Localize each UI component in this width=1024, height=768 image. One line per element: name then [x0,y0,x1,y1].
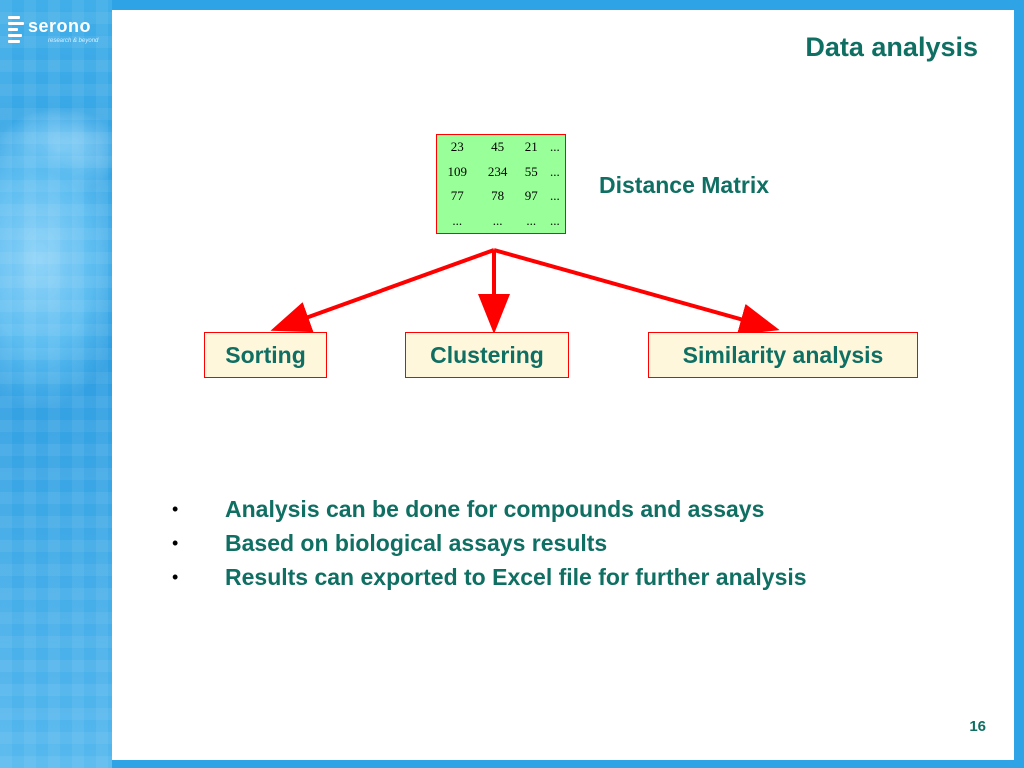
list-item: • Based on biological assays results [168,526,807,560]
similarity-analysis-box: Similarity analysis [648,332,918,378]
matrix-cell: 78 [491,188,505,204]
matrix-cell: 23 [450,139,464,155]
matrix-cell: ... [492,212,503,228]
matrix-cell: ... [452,212,463,228]
matrix-row: 23 45 21 ... [437,135,565,160]
list-item: • Analysis can be done for compounds and … [168,492,807,526]
distance-matrix-label: Distance Matrix [599,172,770,198]
logo-tagline: research & beyond [48,38,99,44]
matrix-cell: ... [550,163,560,179]
bullet-text: Based on biological assays results [225,530,608,556]
matrix-cell: 77 [450,188,464,204]
bullet-icon: • [172,567,179,587]
matrix-cell: 21 [524,139,538,155]
distance-matrix: 23 45 21 ... 109 234 55 ... 77 78 97 ... [436,134,566,234]
matrix-cell: ... [550,212,560,228]
right-border [1014,0,1024,768]
matrix-row: ... ... ... ... [437,209,565,234]
bullet-icon: • [172,533,179,553]
logo-text: serono [28,16,92,36]
matrix-row: 109 234 55 ... [437,160,565,185]
serono-logo: serono research & beyond [8,16,108,50]
arrow-to-similarity [493,248,780,335]
background-photo-strip: serono research & beyond [0,0,112,768]
clustering-box: Clustering [405,332,569,378]
slide-canvas: Data analysis 23 45 21 ... 109 234 55 ..… [112,10,1014,760]
matrix-cell: 234 [487,163,508,179]
matrix-cell: 109 [447,163,467,179]
distance-matrix-table: 23 45 21 ... 109 234 55 ... 77 78 97 ... [437,135,565,233]
matrix-cell: ... [526,212,537,228]
matrix-cell: ... [550,139,560,155]
matrix-cell: 45 [491,139,505,155]
sorting-box: Sorting [204,332,327,378]
flow-arrows [270,248,780,335]
matrix-cell: 55 [524,163,538,179]
matrix-row: 77 78 97 ... [437,184,565,209]
bullet-icon: • [172,499,179,519]
bullet-list: • Analysis can be done for compounds and … [168,492,807,594]
matrix-cell: ... [550,188,560,204]
logo-mark-icon [8,16,26,44]
bullet-text: Results can exported to Excel file for f… [225,564,807,590]
bullet-text: Analysis can be done for compounds and a… [225,496,765,522]
slide-title: Data analysis [805,32,978,62]
page-number: 16 [969,718,986,735]
arrow-to-sorting [270,248,495,333]
list-item: • Results can exported to Excel file for … [168,560,807,594]
matrix-cell: 97 [524,188,538,204]
